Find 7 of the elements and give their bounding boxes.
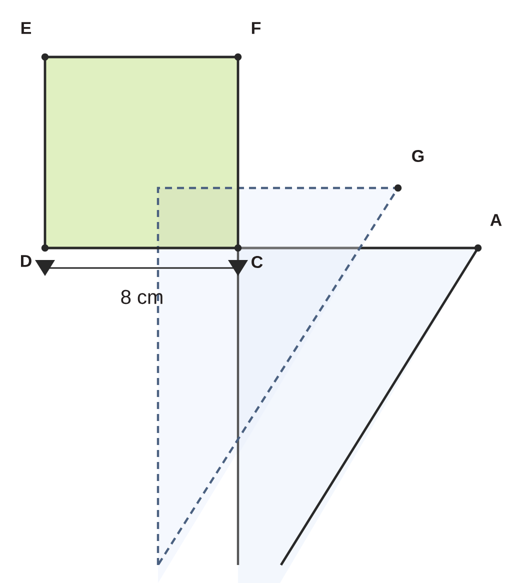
point-label: D	[21, 255, 32, 267]
point-label: A	[490, 214, 502, 226]
point-label: C	[252, 256, 263, 268]
point-label: F	[252, 22, 261, 34]
point-label: E	[21, 22, 31, 34]
point-label: G	[412, 150, 424, 162]
dimension-label: 8 cm	[121, 290, 162, 304]
